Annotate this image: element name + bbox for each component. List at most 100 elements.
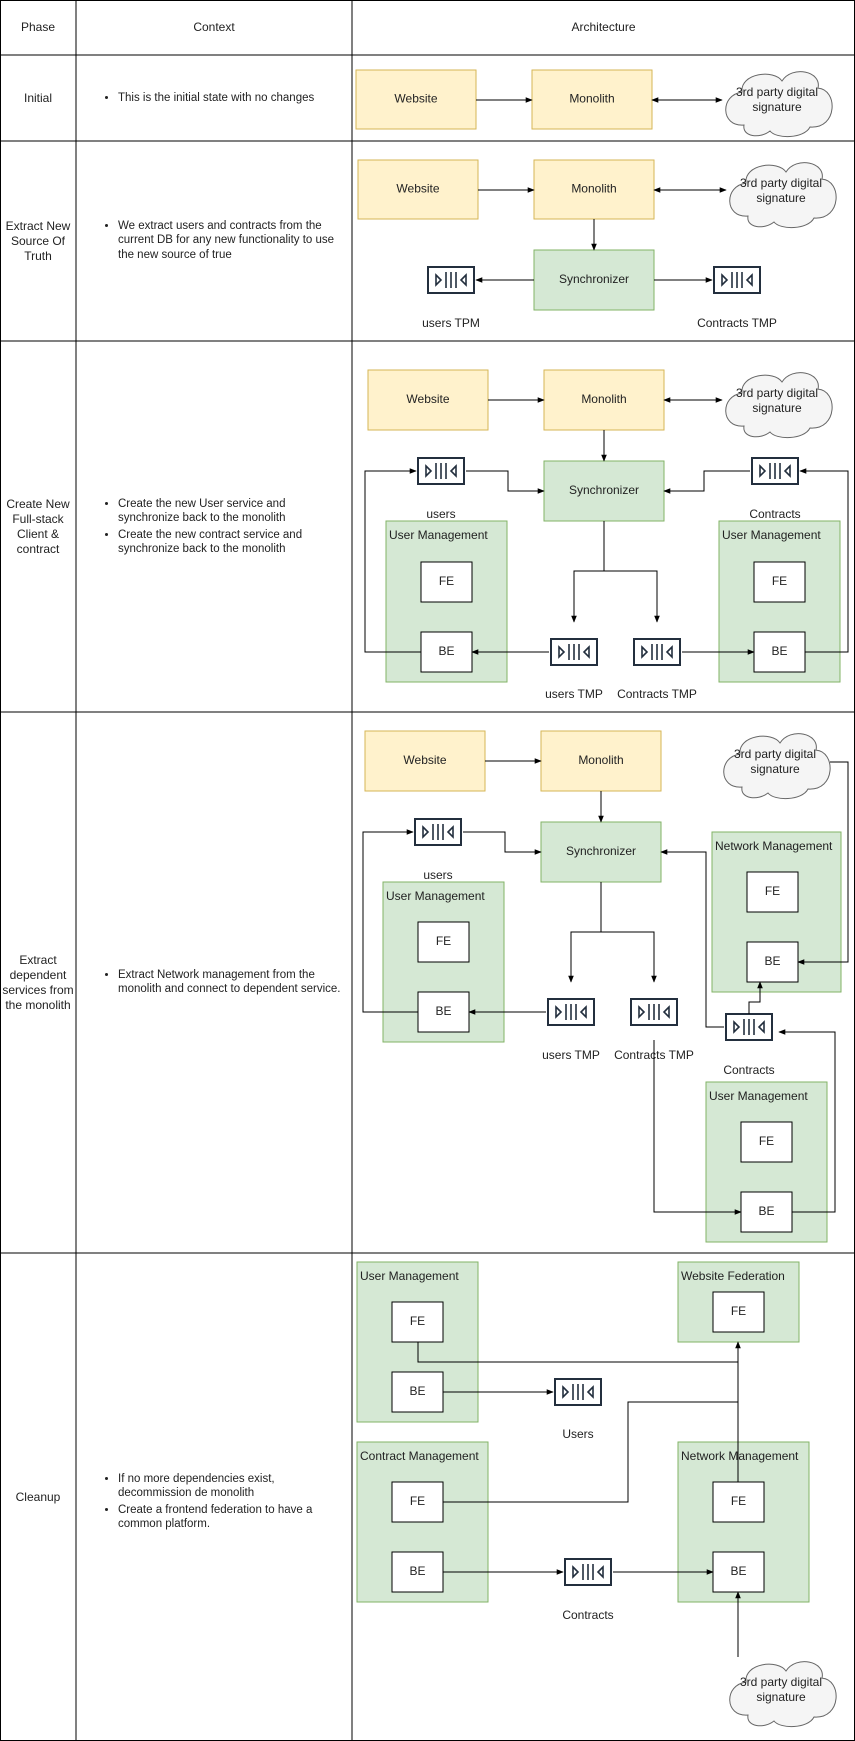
connector-be-contracts [778,1029,836,1213]
monolith-box [540,730,662,792]
be-box-label: BE [435,1004,451,1018]
connector-sync-userstmp [568,882,602,983]
users-label: users [423,868,452,882]
be-box [740,1191,793,1233]
queue-in-arrow [721,273,729,287]
be-box [417,991,470,1033]
third-party-cloud-line2: signature [750,762,800,776]
contracts-label: Contracts [723,1063,774,1077]
queue-in-arrow [422,825,430,839]
be-box [746,941,799,983]
contract-management-container-title: Contract Management [360,1449,479,1463]
third-party-cloud-line2: signature [756,1690,806,1704]
context-item: Create a frontend federation to have a c… [118,1503,350,1532]
website-box [367,369,489,431]
queue-out-arrow [446,825,454,839]
user-management-container-title: User Management [389,528,488,542]
third-party-cloud-line2: signature [752,401,802,415]
third-party-cloud-line1: 3rd party digital [736,85,818,99]
third-party-cloud [729,162,837,228]
website-box [355,69,477,130]
be-box-label: BE [758,1204,774,1218]
users-queue-icon [414,818,462,846]
synchronizer-box-label: Synchronizer [566,844,636,858]
monolith-box-label: Monolith [581,392,626,406]
contracts-tmp-label: Contracts TMP [617,687,697,701]
queue-out-arrow [757,1020,765,1034]
users-label: Users [562,1427,593,1441]
user-management-container-title: User Management [722,528,821,542]
connector-user-fe-federation [417,1342,738,1363]
synchronizer-box-label: Synchronizer [559,272,629,286]
fe-box-label: FE [731,1494,746,1508]
be-box-label: BE [409,1384,425,1398]
connector-contracts-sync [660,849,724,1028]
connector-contract-fe-federation [443,1401,738,1503]
connector-contracts-sync [663,470,750,494]
fe-box [746,871,799,913]
third-party-cloud-line1: 3rd party digital [736,386,818,400]
synchronizer-box [533,249,655,311]
connector-be-users [362,829,418,1013]
users-queue-icon [427,266,475,294]
queue-in-arrow [733,1020,741,1034]
phase-extract-dependent: Extract dependent services from the mono… [2,952,74,1012]
synchronizer-box-label: Synchronizer [569,483,639,497]
queue-in-arrow [572,1565,580,1579]
be-box-label: BE [730,1564,746,1578]
monolith-box-label: Monolith [571,182,616,196]
website-box-label: Website [394,92,437,106]
queue-in-arrow [562,1385,570,1399]
third-party-cloud-line1: 3rd party digital [734,747,816,761]
context-create-fullstack: Create the new User service and synchron… [94,497,350,559]
contracts-queue-icon [713,266,761,294]
context-item: This is the initial state with no change… [118,91,350,105]
connector-users-sync [466,470,545,494]
fe-box [740,1121,793,1163]
monolith-box-label: Monolith [569,92,614,106]
be-box [712,1551,765,1593]
user-management-container-title: User Management [386,889,485,903]
be-box-label: BE [764,954,780,968]
users-tmp-queue-icon [547,998,595,1026]
queue-out-arrow [459,273,467,287]
users-tmp-queue-icon [550,638,598,666]
third-party-cloud [729,1661,837,1727]
phase-create-fullstack: Create New Full-stack Client & contract [6,496,70,556]
header-architecture: Architecture [571,20,636,34]
context-item: If no more dependencies exist, decommiss… [118,1472,350,1501]
queue-out-arrow [783,464,791,478]
be-box [753,631,806,673]
third-party-cloud [725,372,833,438]
website-box [364,730,486,792]
users-queue-icon [554,1378,602,1406]
connector-contracts-network-be [748,981,763,1014]
connector-sync-userstmp [571,521,605,623]
queue-in-arrow [558,645,566,659]
fe-box [420,561,473,603]
contracts-tmp-queue-icon [633,638,681,666]
queue-out-arrow [665,645,673,659]
connector-contractstmp-be [653,1040,742,1215]
context-initial: This is the initial state with no change… [94,91,350,107]
be-box-label: BE [771,644,787,658]
be-box-label: BE [438,644,454,658]
contracts-label: Contracts [749,507,800,521]
queue-out-arrow [745,273,753,287]
contracts-queue-icon [564,1558,612,1586]
queue-in-arrow [425,464,433,478]
fe-box-label: FE [410,1494,425,1508]
context-item: Extract Network management from the mono… [118,968,356,997]
third-party-cloud-line1: 3rd party digital [740,176,822,190]
fe-box-label: FE [731,1304,746,1318]
connector-be-users [364,468,421,653]
connector-be-contracts [799,468,849,653]
monolith-box-label: Monolith [578,753,623,767]
context-extract-dependent: Extract Network management from the mono… [94,968,356,999]
users-tmp-label: users TMP [545,687,603,701]
queue-in-arrow [638,1005,646,1019]
third-party-cloud-line1: 3rd party digital [740,1675,822,1689]
monolith-box [531,69,653,130]
queue-out-arrow [582,645,590,659]
